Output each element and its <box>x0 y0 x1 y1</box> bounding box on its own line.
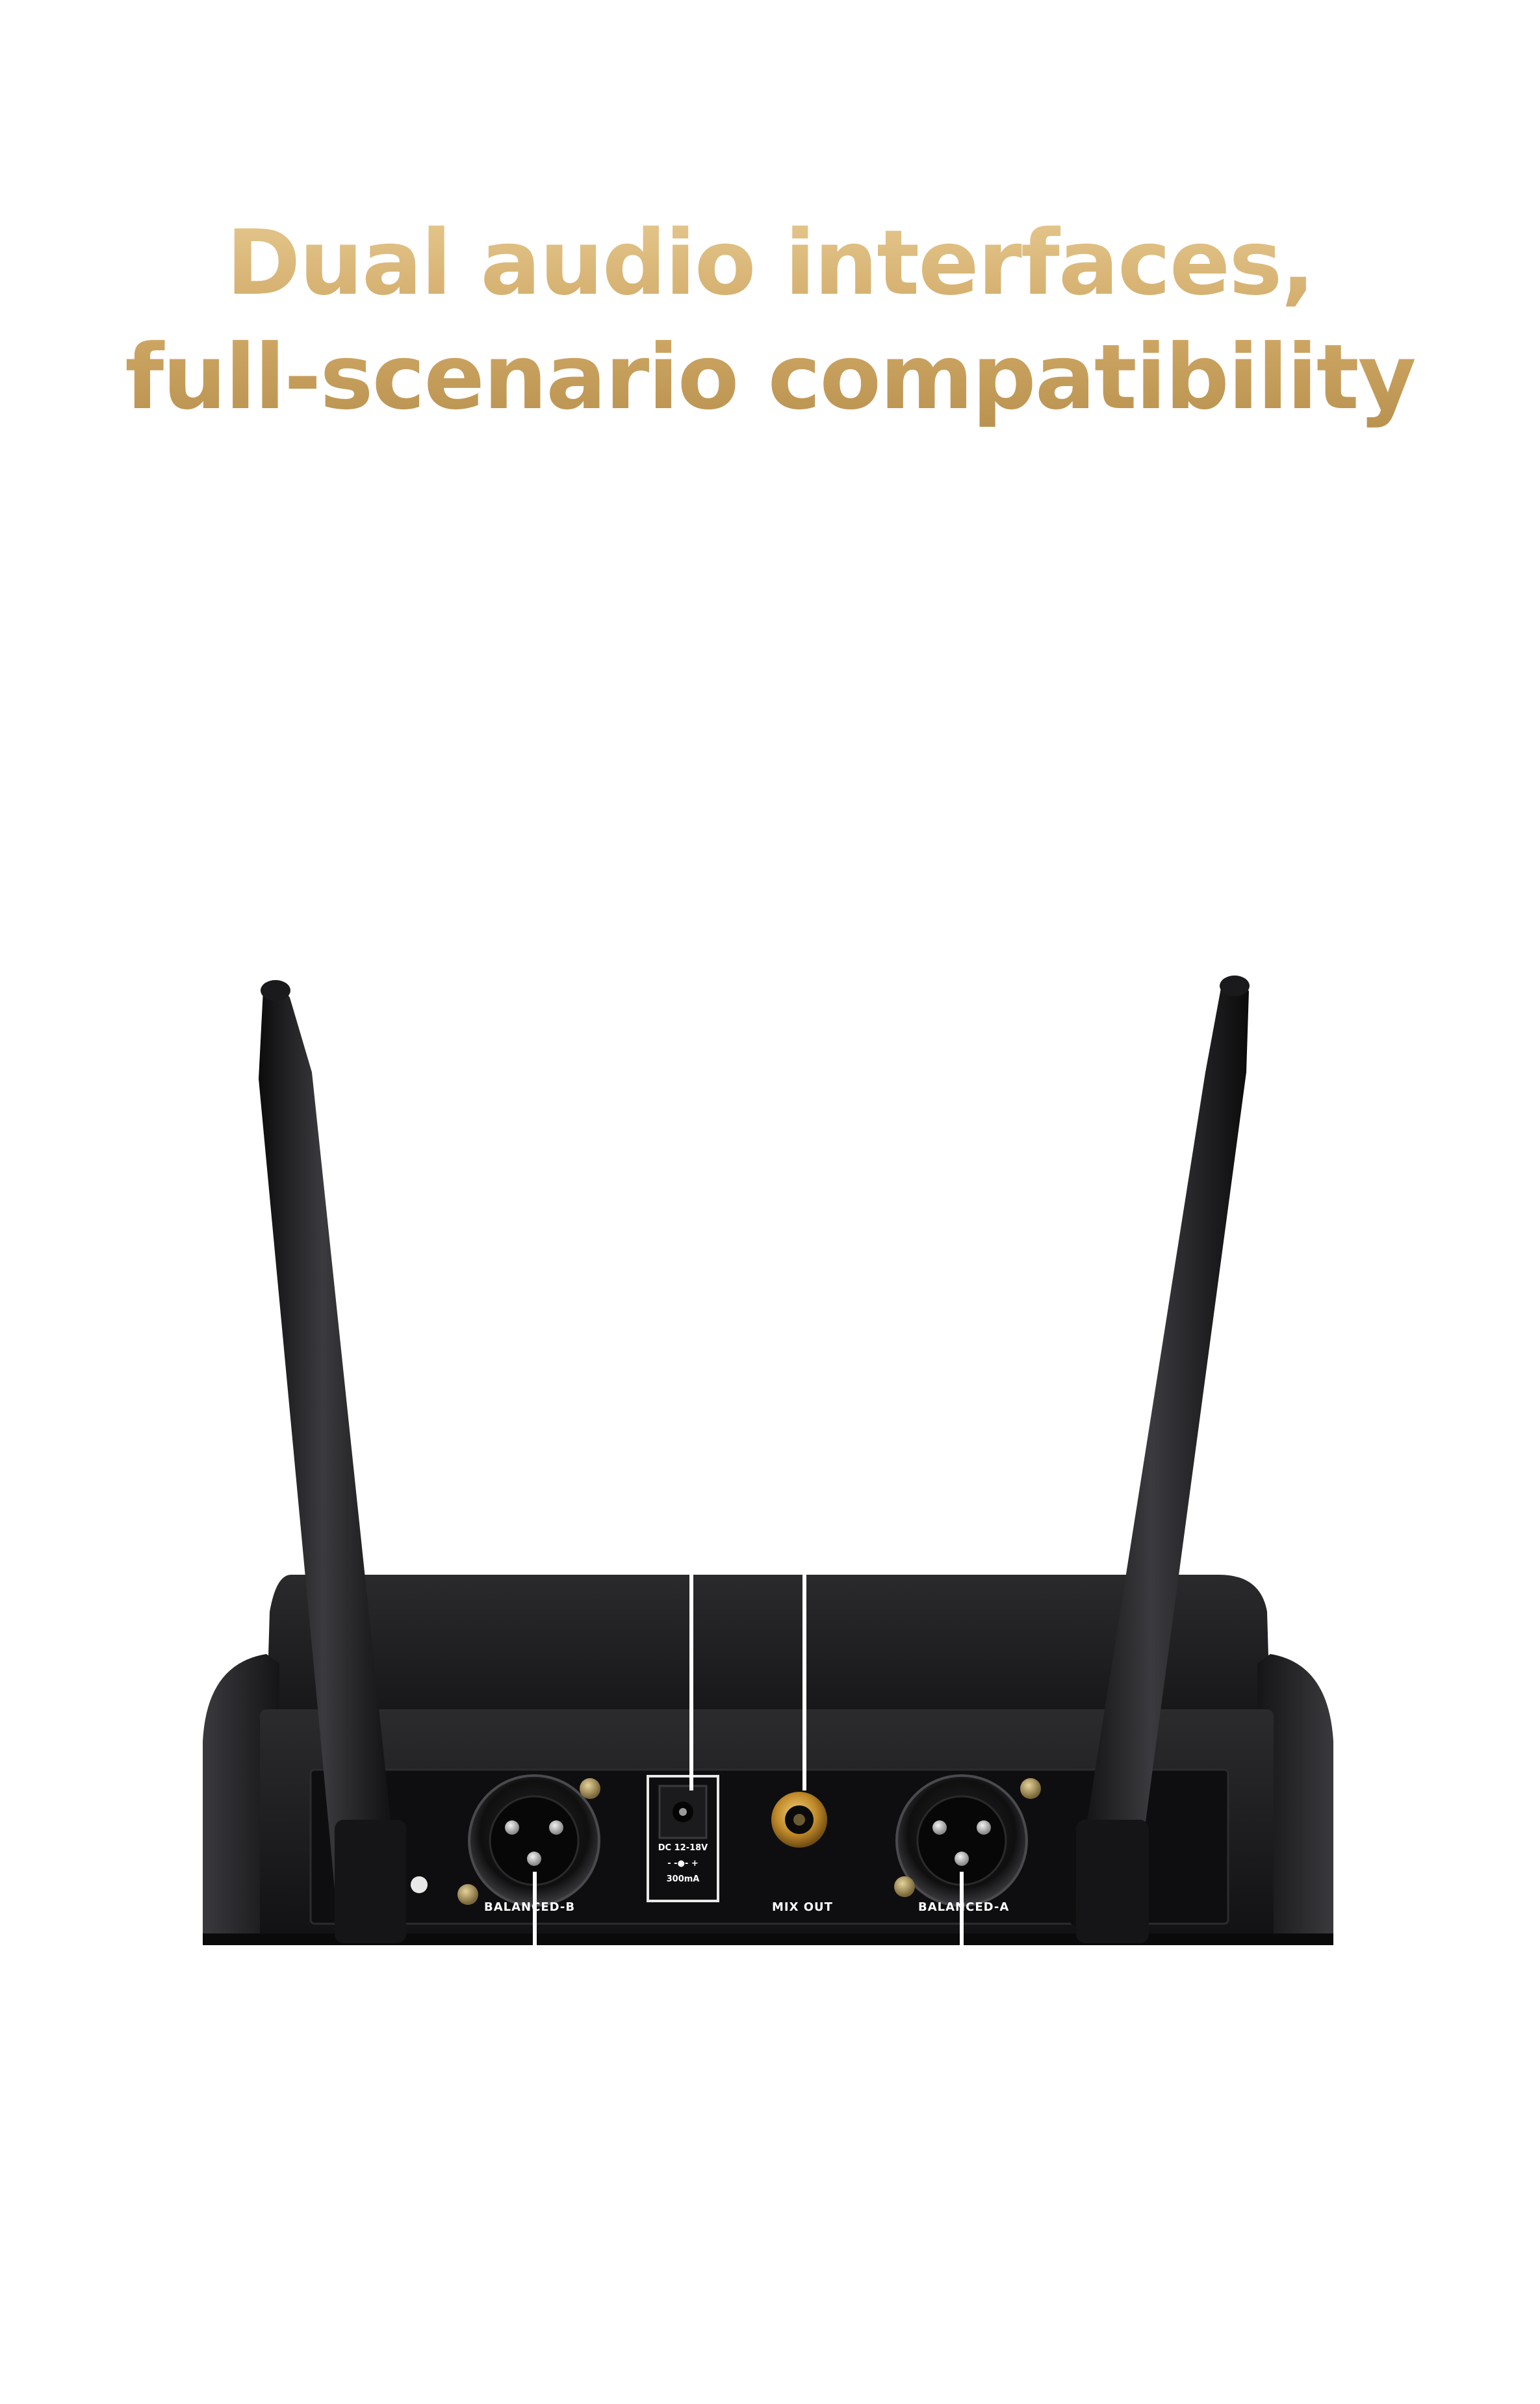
xlr-connector-a-icon <box>895 1774 1028 1907</box>
dc-jack-icon <box>647 1775 719 1902</box>
dc-polarity-label: - -●- + <box>667 1859 699 1868</box>
callout-line-dc <box>689 1575 693 1790</box>
antenna-right-icon <box>1071 976 1250 1943</box>
xlr-connector-b-icon <box>468 1774 600 1907</box>
screw-icon <box>457 1884 478 1905</box>
callout-line-balanced-a <box>960 1872 964 1966</box>
screw-icon <box>580 1778 600 1799</box>
label-balanced-a: BALANCED-A <box>918 1900 1010 1914</box>
label-mix-out: MIX OUT <box>772 1900 833 1914</box>
label-balanced-b: BALANCED-B <box>484 1900 576 1914</box>
antenna-left-icon <box>259 980 428 1943</box>
screw-icon <box>894 1876 915 1897</box>
quarter-inch-jack-icon <box>771 1792 827 1848</box>
screw-icon <box>1020 1778 1041 1799</box>
callout-line-mix-out <box>802 1575 806 1790</box>
dc-voltage-label: DC 12-18V <box>658 1843 708 1853</box>
callout-line-balanced-b <box>533 1872 537 1966</box>
dc-current-label: 300mA <box>666 1874 700 1884</box>
